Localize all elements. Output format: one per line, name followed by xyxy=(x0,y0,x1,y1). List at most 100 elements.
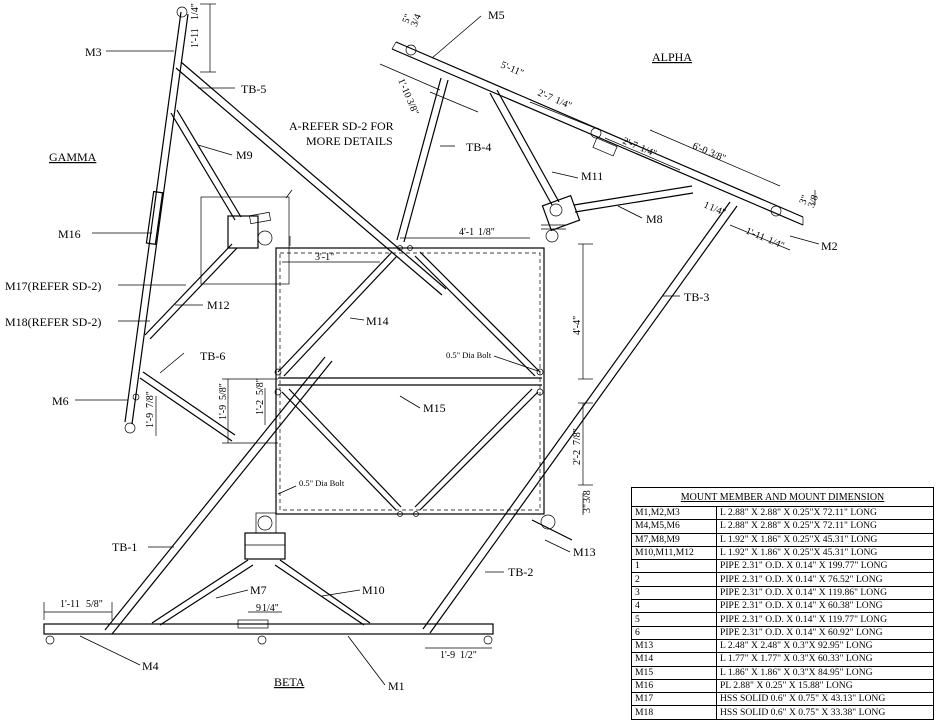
schedule-member-size: L 2.48" X 2.48" X 0.3"X 92.95" LONG xyxy=(716,638,934,654)
callout-m13: M13 xyxy=(573,545,596,559)
dim-frame-4-4: 4'-4" xyxy=(572,316,583,335)
dim-beta-1-11: 1'-11 xyxy=(60,599,80,610)
schedule-member-size: L 1.92" X 1.86" X 0.25"X 45.31" LONG xyxy=(716,545,934,561)
dim-gamma-1-9b: 1'-9 xyxy=(145,413,156,428)
dim-beta-9-frac: 1/4" xyxy=(262,603,279,614)
callout-m9: M9 xyxy=(236,148,253,162)
callout-m3: M3 xyxy=(85,45,102,59)
dim-frame-2-2: 2'-2 xyxy=(572,450,583,465)
schedule-member-size: HSS SOLID 0.6" X 0.75" X 43.13" LONG xyxy=(716,692,934,707)
dim-frame-3: 3" xyxy=(582,504,593,513)
dim-beta-1-9: 1'-9 xyxy=(440,650,455,661)
dim-m3-top: 1'-11 xyxy=(190,28,201,48)
callout-m18: M18(REFER SD-2) xyxy=(5,315,101,329)
callout-m8: M8 xyxy=(646,212,663,226)
schedule-member-mark: M4,M5,M6 xyxy=(631,519,717,534)
dim-beta-1-11-frac: 5/8" xyxy=(86,599,103,610)
dim-alpha-right-end: 3" xyxy=(798,194,812,207)
schedule-member-size: PIPE 2.31" O.D. X 0.14" X 119.77" LONG xyxy=(716,612,934,627)
schedule-member-mark: 3 xyxy=(631,585,717,601)
dim-alpha-2-7b-frac: 1/4" xyxy=(638,143,658,160)
schedule-member-mark: M17 xyxy=(631,692,717,707)
callout-m14: M14 xyxy=(366,314,389,328)
dim-gamma-1-9-frac: 5/8" xyxy=(218,383,229,400)
dim-alpha-5-11: 5'-11" xyxy=(499,60,525,79)
callout-m5: M5 xyxy=(488,8,505,22)
dim-alpha-top: 5" xyxy=(401,13,415,26)
schedule-member-size: PIPE 2.31" O.D. X 0.14" X 60.38" LONG xyxy=(716,599,934,614)
dim-alpha-1-in: 1 xyxy=(702,200,711,212)
callout-m17: M17(REFER SD-2) xyxy=(5,279,101,293)
callout-m15: M15 xyxy=(423,401,446,415)
dim-alpha-1-in-frac: 1/4" xyxy=(707,202,727,219)
dim-gamma-1-9b-frac: 7/8" xyxy=(145,391,156,408)
schedule-member-mark: M14 xyxy=(631,652,717,667)
schedule-member-size: L 2.88" X 2.88" X 0.25"X 72.11" LONG xyxy=(716,505,934,521)
bolt-note-lower: 0.5" Dia Bolt xyxy=(299,478,345,488)
schedule-member-mark: M10,M11,M12 xyxy=(631,545,717,561)
callout-tb1: TB-1 xyxy=(112,540,137,554)
dim-gamma-1-2: 1'-2 xyxy=(255,400,266,415)
callout-tb3: TB-3 xyxy=(684,290,709,304)
callout-tb6: TB-6 xyxy=(200,349,225,363)
gamma-sector xyxy=(124,6,447,442)
schedule-member-size: L 1.92" X 1.86" X 0.25"X 45.31" LONG xyxy=(716,532,934,547)
schedule-member-size: PIPE 2.31" O.D. X 0.14" X 119.86" LONG xyxy=(716,585,934,601)
schedule-member-mark: M13 xyxy=(631,638,717,654)
schedule-member-size: PIPE 2.31" O.D. X 0.14" X 76.52" LONG xyxy=(716,572,934,587)
callout-tb4: TB-4 xyxy=(466,140,491,154)
section-label-gamma: GAMMA xyxy=(49,150,97,164)
dim-alpha-1-11-frac: 1/4" xyxy=(766,235,786,252)
dim-gamma-1-2-frac: 5/8" xyxy=(255,378,266,395)
beta-sector xyxy=(43,201,738,645)
dim-alpha-6-0: 6'-0 xyxy=(691,141,709,157)
section-label-beta: BETA xyxy=(274,675,305,689)
callout-m4: M4 xyxy=(142,659,159,673)
schedule-member-mark: 2 xyxy=(631,572,717,587)
callout-m7: M7 xyxy=(250,583,267,597)
schedule-member-mark: M18 xyxy=(631,705,717,720)
schedule-member-size: L 2.88" X 2.88" X 0.25"X 72.11" LONG xyxy=(716,519,934,534)
dimension-lines xyxy=(43,3,816,649)
dim-alpha-2-7: 2'-7 xyxy=(536,88,554,104)
schedule-member-size: HSS SOLID 0.6" X 0.75" X 33.38" LONG xyxy=(716,705,934,720)
dim-beta-1-9-frac: 1/2" xyxy=(460,650,477,661)
schedule-member-mark: 1 xyxy=(631,559,717,574)
dim-frame-4-1: 4'-1 xyxy=(459,227,474,238)
schedule-member-size: PIPE 2.31" O.D. X 0.14" X 60.92" LONG xyxy=(716,625,934,640)
schedule-title: MOUNT MEMBER AND MOUNT DIMENSION xyxy=(631,487,934,507)
alpha-sector xyxy=(391,41,804,243)
dim-frame-3-1: 3'-1" xyxy=(315,252,334,263)
callout-m11: M11 xyxy=(581,169,603,183)
dim-alpha-1-10-frac: 3/8" xyxy=(404,97,421,117)
callout-m12: M12 xyxy=(207,298,230,312)
detail-note-line1: A-REFER SD-2 FOR xyxy=(289,119,394,133)
section-label-alpha: ALPHA xyxy=(652,50,692,64)
dim-frame-4-1-frac: 1/8" xyxy=(478,227,495,238)
callout-m6: M6 xyxy=(52,394,69,408)
dim-alpha-1-11: 1'-11 xyxy=(744,226,766,244)
dim-alpha-2-7-frac: 1/4" xyxy=(553,95,573,112)
dim-m3-top-frac: 1/4" xyxy=(190,3,201,20)
callout-leaders xyxy=(75,15,820,686)
schedule-member-size: PL 2.88" X 0.25" X 15.88" LONG xyxy=(716,678,934,694)
schedule-member-size: L 1.77" X 1.77" X 0.3"X 60.33" LONG xyxy=(716,652,934,667)
schedule-member-mark: M15 xyxy=(631,665,717,680)
dim-alpha-right-end-frac: 3/8 xyxy=(806,194,821,210)
mount-member-schedule: MOUNT MEMBER AND MOUNT DIMENSION M1,M2,M… xyxy=(631,487,934,720)
schedule-member-mark: 6 xyxy=(631,625,717,640)
detail-note-line2: MORE DETAILS xyxy=(306,134,393,148)
schedule-member-size: L 1.86" X 1.86" X 0.3"X 84.95" LONG xyxy=(716,665,934,680)
